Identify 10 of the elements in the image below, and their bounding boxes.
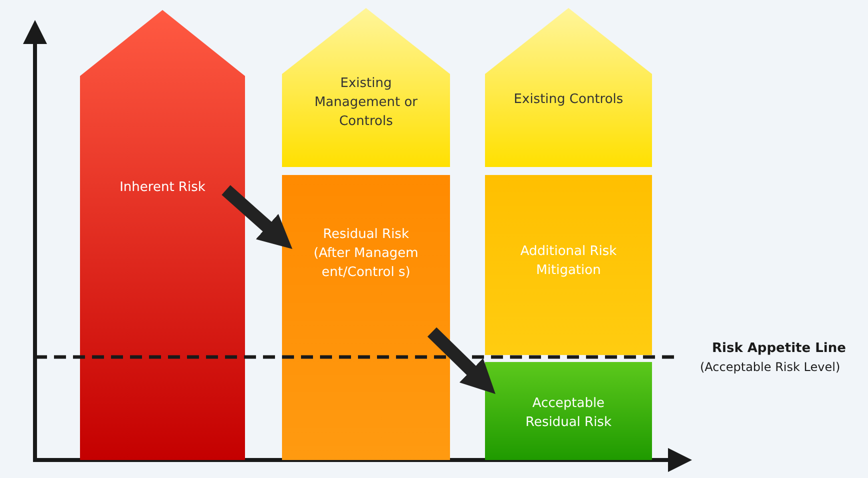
block-label: Inherent Risk xyxy=(118,179,206,197)
block-label: Existing Management or Controls xyxy=(313,75,419,131)
block-label: Existing Controls xyxy=(512,91,624,109)
threshold-label: (Acceptable Risk Level) xyxy=(700,360,840,374)
arrow xyxy=(222,185,292,249)
threshold-label: Risk Appetite Line xyxy=(712,341,846,356)
block-label: Acceptable Residual Risk xyxy=(524,395,612,432)
block-label: Residual Risk (After Managem ent/Control s) xyxy=(312,226,420,282)
arrow xyxy=(427,327,496,394)
block-label: Additional Risk Mitigation xyxy=(519,243,618,280)
